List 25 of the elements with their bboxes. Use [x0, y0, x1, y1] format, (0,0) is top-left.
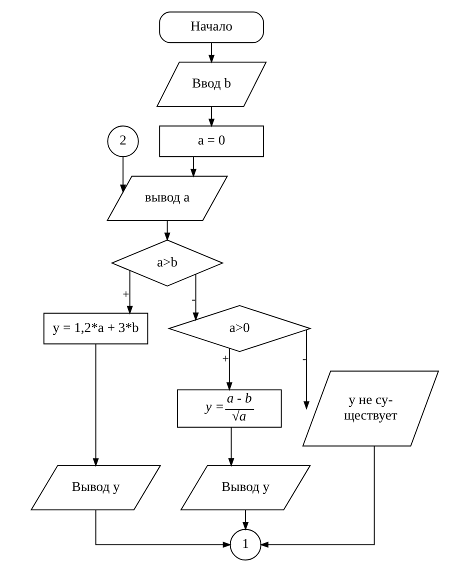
arrow [192, 274, 199, 322]
node-diamond: a>0 [167, 305, 312, 352]
arrow [208, 106, 215, 128]
arrow [208, 42, 215, 64]
edge-label: - [302, 352, 306, 366]
edge-label: - [192, 292, 196, 306]
arrow [260, 446, 375, 548]
arrow [164, 220, 170, 242]
edge-label: + [122, 286, 130, 301]
arrow [95, 509, 232, 548]
node-box: Начало [159, 12, 264, 44]
arrow [303, 329, 310, 410]
arrow [190, 156, 196, 178]
arrow [120, 156, 126, 194]
arrow [242, 509, 249, 531]
node-diamond: a>b [110, 240, 224, 286]
node-circle: 2 [107, 126, 139, 158]
arrow [92, 344, 99, 467]
edge-label: + [222, 351, 229, 366]
arrow [228, 426, 234, 467]
node-circle: 1 [230, 528, 262, 560]
node-box: a = 0 [159, 126, 264, 158]
arrow [226, 348, 232, 391]
arrow [126, 270, 133, 315]
node-box: y = 1,2*a + 3*b [43, 312, 148, 344]
